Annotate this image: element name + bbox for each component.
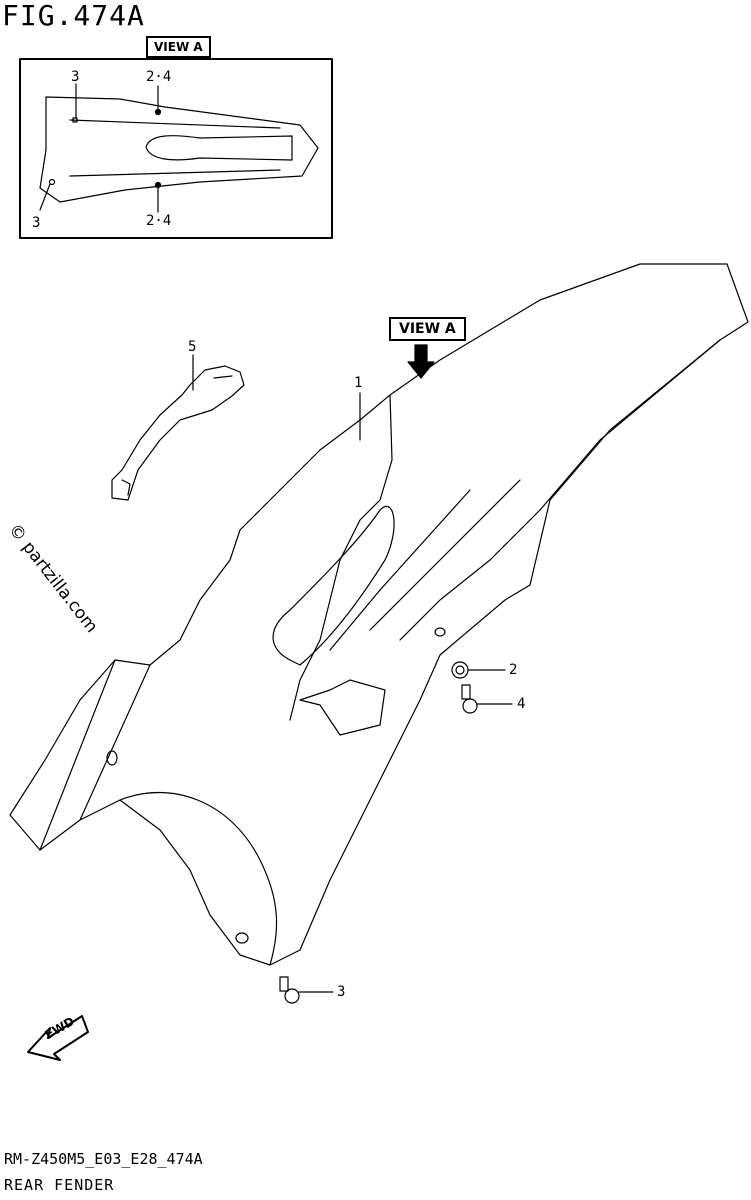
inset-frame [19,58,333,239]
inset-fender-edge [69,119,281,177]
view-a-label-main: VIEW A [389,317,466,341]
callout-part-1: 1 [354,375,363,391]
fender-mount-hole-rear [235,932,249,944]
callout-part-3: 3 [337,984,346,1000]
inset-callout-3-bottom: 3 [32,215,41,231]
rear-fender-rim [289,394,393,721]
view-a-label-inset: VIEW A [146,36,211,58]
bolt-part-4 [461,684,478,714]
callout-part-5: 5 [188,339,197,355]
figure-title: FIG.474A [2,0,145,32]
inset-fender-center-slot [145,135,293,161]
inset-fender-outline [39,96,319,203]
inset-bolt-point-3 [72,117,78,123]
bracket-part-5 [111,365,245,501]
rear-fender-side-bracket [299,679,386,736]
rear-fender-outline [9,263,749,966]
inset-leader-lines [39,83,159,213]
callout-part-4: 4 [517,696,526,712]
fwd-arrow-icon [27,1015,89,1061]
nut-part-2 [451,661,469,679]
rear-fender-opening [272,505,395,666]
bolt-part-3 [279,976,300,1004]
callout-part-2: 2 [509,662,518,678]
rear-fender-inner-edge [399,339,721,641]
fender-mount-hole-front [106,750,118,766]
rear-fender-ridge [329,479,521,651]
view-a-arrow [407,344,435,379]
rear-fender-lower-arch [119,792,278,966]
inset-callout-2-4-bottom: 2·4 [146,213,172,229]
footer-code: RM-Z450M5_E03_E28_474A [4,1150,203,1168]
inset-callout-3-top: 3 [71,69,80,85]
bracket-part-5-slot [121,375,233,496]
inset-callout-2-4-top: 2·4 [146,69,172,85]
fender-mount-hole-side [434,627,446,637]
rear-fender-front-flap [39,659,151,851]
footer-name: REAR FENDER [4,1176,115,1194]
inset-bolt-point-3-lower [48,178,56,186]
